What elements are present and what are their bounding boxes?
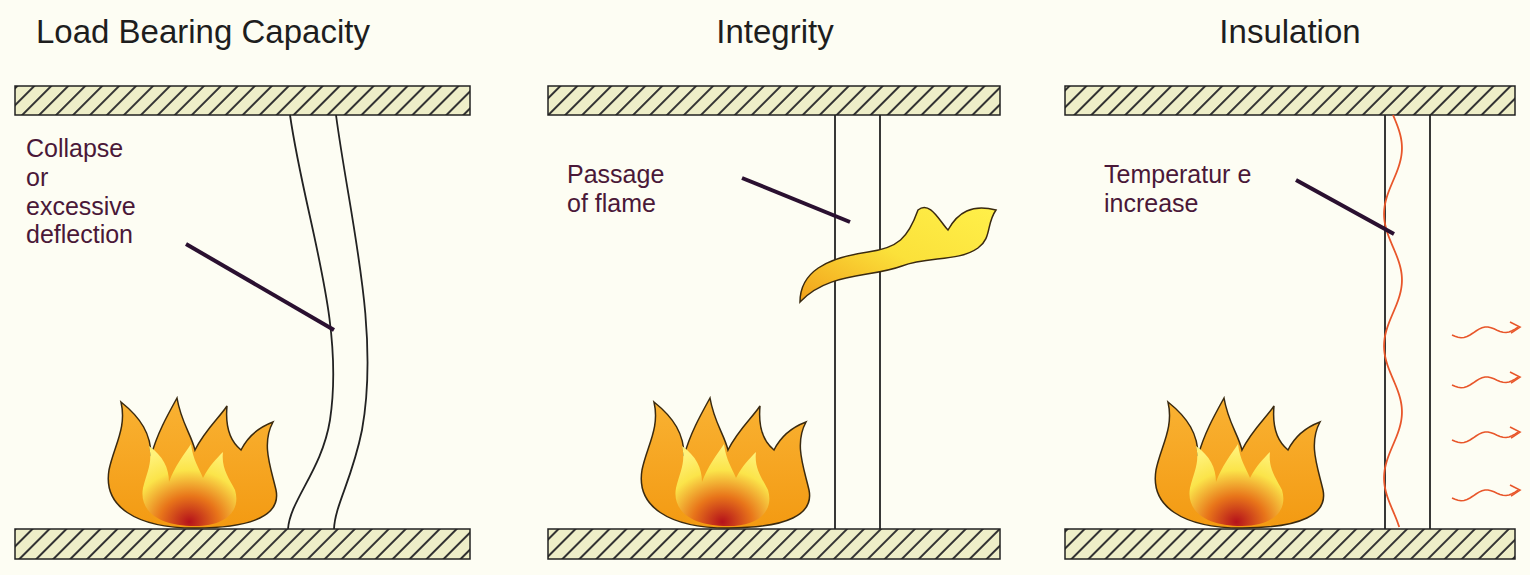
temperature-wave	[1384, 115, 1402, 527]
callout-text: Temperatur e increase	[1104, 160, 1254, 218]
arrow-head	[1510, 372, 1520, 383]
heat-arrow	[1452, 490, 1518, 501]
panel-heading: Insulation	[1219, 14, 1360, 50]
heat-arrow	[1452, 432, 1518, 443]
panel-heading: Load Bearing Capacity	[36, 14, 370, 50]
heat-arrow	[1452, 327, 1518, 338]
callout-text: Passage of flame	[567, 160, 675, 218]
wall	[835, 115, 880, 529]
callout-text: Collapse or excessive deflection	[26, 134, 136, 249]
fire	[641, 398, 809, 528]
fire	[1155, 398, 1323, 528]
heat-arrow	[1452, 377, 1518, 388]
wall	[1385, 115, 1430, 529]
slab	[15, 86, 1515, 559]
panel-heading: Integrity	[716, 14, 833, 50]
passing-flame	[800, 207, 996, 302]
heat-arrows	[1452, 322, 1520, 501]
deflected-wall	[288, 115, 368, 529]
leader-line	[186, 244, 334, 330]
leader-line	[1296, 180, 1394, 234]
heat-wave	[1384, 115, 1402, 527]
fire	[108, 398, 276, 528]
arrow-head	[1510, 485, 1520, 496]
arrow-head	[1510, 427, 1520, 438]
leader-line	[742, 178, 850, 222]
arrow-head	[1510, 322, 1520, 333]
